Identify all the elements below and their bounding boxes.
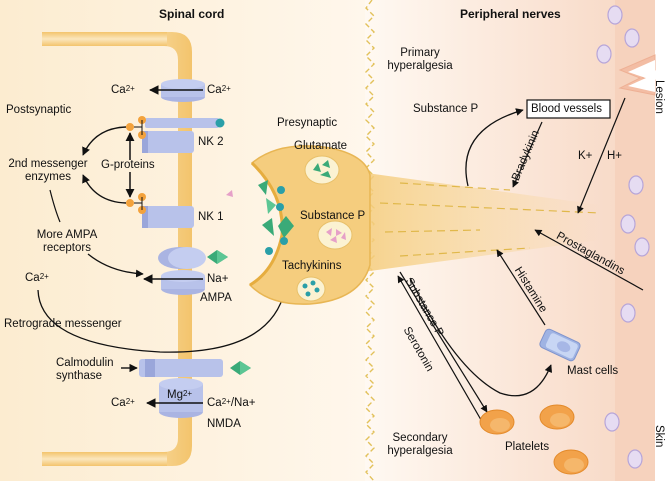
substance-p-vesicle [317,220,353,250]
ampa-label: AMPA [200,292,232,304]
synaptic-cleft-molecules [226,180,294,255]
ca-na-in-label: Ca2+/Na+ [207,397,256,409]
g-proteins-label: G-proteins [101,159,155,171]
mg-label: Mg2+ [167,389,193,401]
substance-p-presynaptic-label: Substance P [300,210,366,222]
ca-left-label: Ca2+ [25,272,49,284]
blood-vessels-box [526,99,611,119]
tachykinins-label: Tachykinins [282,260,342,272]
nmda-label: NMDA [207,418,241,430]
mast-cells-label: Mast cells [567,365,619,377]
mast-cell [539,328,581,362]
presynaptic-label: Presynaptic [277,117,338,129]
spinal-cord-title: Spinal cord [159,7,225,21]
h-plus-label: H+ [607,150,623,162]
ca-out-top-label: Ca2+ [111,84,135,96]
substance-p-peripheral-label: Substance P [413,103,479,115]
ca-in-top-label: Ca2+ [207,84,231,96]
postsynaptic-label: Postsynaptic [6,104,72,116]
tachykinins-vesicle [296,276,326,302]
k-plus-label: K+ [578,150,593,162]
platelets-label: Platelets [505,441,550,453]
blood-vessels-label: Blood vessels [531,103,602,115]
skin-label: Skin [653,425,665,448]
retrograde-messenger-label: Retrograde messenger [4,318,122,330]
nmda-receptor [139,359,251,418]
nk2-receptor [126,116,225,153]
nk1-receptor [126,193,194,228]
lesion-label: Lesion [653,80,665,114]
primary-afferent-axon [330,168,600,275]
nk2-label: NK 2 [198,136,224,148]
ca-nmda-out-label: Ca2+ [111,397,135,409]
skin-cells [596,5,650,469]
nk1-label: NK 1 [198,211,224,223]
outside-strip [655,0,669,481]
glutamate-vesicle [304,155,340,185]
peripheral-nerves-title: Peripheral nerves [460,7,561,21]
na-plus-label: Na+ [207,273,229,285]
glutamate-label: Glutamate [294,140,348,152]
